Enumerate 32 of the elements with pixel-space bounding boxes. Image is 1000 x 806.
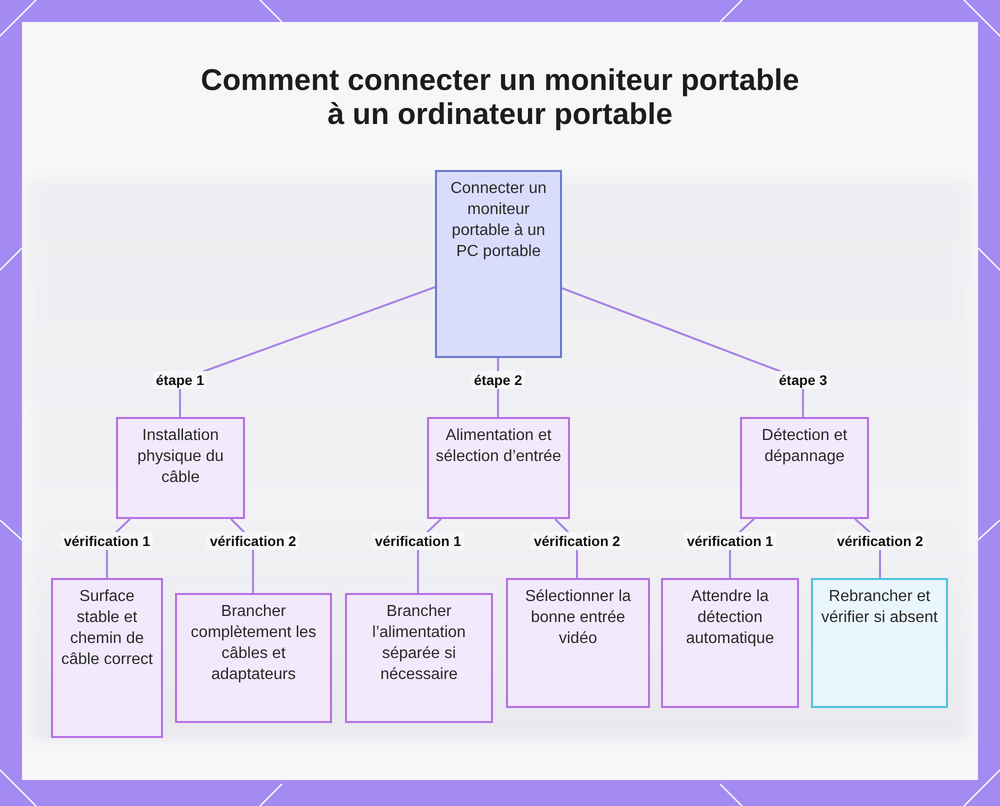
edge-label: vérification 2 — [206, 532, 300, 550]
process-box — [811, 578, 948, 708]
node-text: Surface stable et chemin de câble correct — [60, 587, 154, 670]
root-box — [435, 170, 562, 358]
connector-line — [562, 287, 804, 417]
node-text: Brancher l’alimentation séparée si nécessaire — [371, 602, 467, 685]
edge-label: vérification 1 — [60, 532, 154, 550]
edge-label: étape 1 — [152, 371, 208, 389]
node-text: Brancher complètement les câbles et adaptateurs — [190, 602, 318, 685]
node-text: Sélectionner la bonne entrée vidéo — [524, 587, 632, 649]
process-box — [116, 417, 245, 519]
node-text: Détection et dépannage — [760, 426, 848, 467]
process-box — [51, 578, 163, 738]
process-box — [506, 578, 650, 708]
node-text: Connecter un moniteur portable à un PC portable — [449, 179, 548, 262]
process-box — [175, 593, 332, 723]
edge-label: vérification 1 — [372, 532, 464, 550]
edge-label: vérification 2 — [530, 532, 624, 550]
node-text: Rebrancher et vérifier si absent — [820, 587, 939, 628]
diagram-title: Comment connecter un moniteur portable à un ordinateur portable — [200, 64, 800, 132]
process-box — [345, 593, 493, 723]
node-text: Alimentation et sélection d’entrée — [435, 426, 562, 467]
node-text: Attendre la détection automatique — [684, 587, 776, 649]
edge-label: étape 3 — [776, 371, 830, 389]
connector-line — [179, 286, 436, 417]
edge-label: vérification 1 — [684, 532, 776, 550]
process-box — [661, 578, 799, 708]
edge-label: étape 2 — [470, 371, 526, 389]
node-text: Installation physique du câble — [136, 426, 225, 488]
process-box — [427, 417, 570, 519]
process-box — [740, 417, 869, 519]
edge-label: vérification 2 — [834, 532, 926, 550]
